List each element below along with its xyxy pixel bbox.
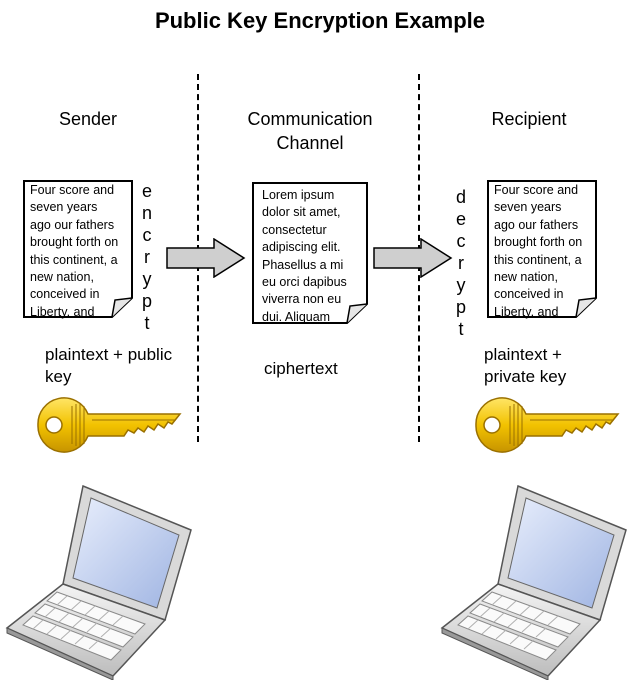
sender-plaintext-document: Four score and seven years ago our fathe…: [23, 180, 133, 319]
recipient-laptop-icon: [440, 484, 627, 680]
arrow-right-icon: [166, 238, 246, 278]
ciphertext-document: Lorem ipsum dolor sit amet, consectetur …: [252, 182, 368, 324]
arrow-right-icon: [373, 238, 453, 278]
sender-laptop-icon: [5, 484, 192, 680]
decrypt-label: d e c r y p t: [455, 187, 466, 339]
channel-caption: ciphertext: [264, 359, 338, 378]
recipient-caption: plaintext + private key: [484, 345, 567, 386]
page-fold-icon: [487, 180, 597, 318]
sender-label: Sender: [58, 109, 118, 129]
public-key-icon: [37, 397, 182, 453]
channel-label: Communication Channel: [247, 109, 373, 153]
page-fold-icon: [252, 182, 368, 324]
sender-document-text: Four score and seven years ago our fathe…: [30, 183, 119, 319]
recipient-plaintext-document: Four score and seven years ago our fathe…: [487, 180, 597, 319]
encrypt-label: e n c r y p t: [141, 181, 152, 333]
page-fold-icon: [23, 180, 133, 318]
ciphertext-document-text: Lorem ipsum dolor sit amet, consectetur …: [262, 188, 347, 324]
private-key-icon: [475, 397, 620, 453]
recipient-label: Recipient: [491, 109, 567, 129]
diagram-title: Public Key Encryption Example: [154, 8, 486, 33]
sender-caption: plaintext + public key: [45, 345, 173, 386]
recipient-document-text: Four score and seven years ago our fathe…: [494, 183, 583, 319]
